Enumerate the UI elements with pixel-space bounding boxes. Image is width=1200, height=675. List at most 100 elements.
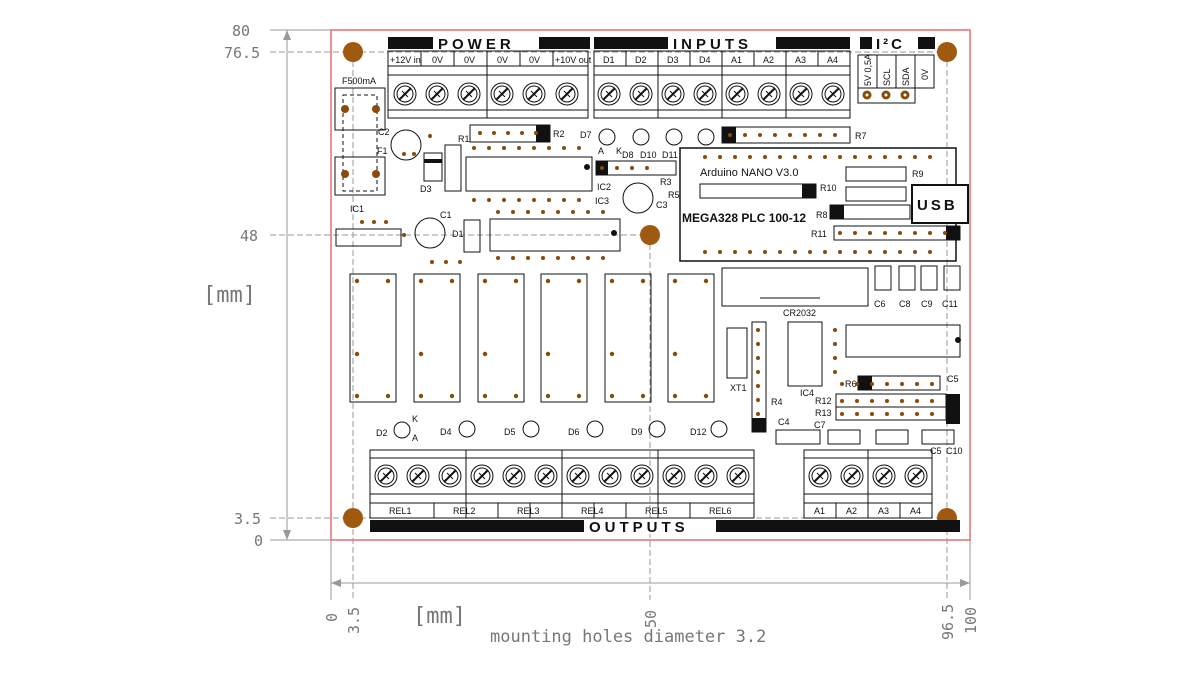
relay-3 [477,273,525,403]
usb-label: USB [917,197,958,214]
relay-screw-9 [662,464,686,488]
input-label-0: D1 [603,55,615,65]
label-fuse: F500mA [342,76,376,86]
power-screw-0 [393,82,417,106]
relay-screw-10 [694,464,718,488]
i2c-label-1: SCL [882,68,892,86]
relay-label-1: REL2 [453,506,476,516]
relay-output-terminal-block [369,449,755,519]
label-c11: C11 [942,299,958,309]
input-screw-6 [789,82,813,106]
label-d3: D3 [420,184,432,194]
i2c-header: I²C [876,36,905,53]
relay-label-2: REL3 [517,506,540,516]
label-d2: D2 [376,428,388,438]
y-tick-3-5: 3.5 [234,510,261,528]
x-tick-0: 0 [323,613,341,622]
relay-screw-0 [374,464,398,488]
label-r6: R6 [845,379,857,389]
label-d1: D1 [452,229,464,239]
dimension-lines [270,29,971,600]
input-screw-1 [629,82,653,106]
label-d11: D11 [662,150,678,160]
label-r13: R13 [815,408,832,418]
capacitor-c2 [390,129,422,161]
power-label-0: +12V in [390,55,421,65]
label-r7: R7 [855,131,867,141]
input-screw-5 [757,82,781,106]
label-r10: R10 [820,183,837,193]
ic2 [465,156,593,192]
screw-terminals [374,82,928,488]
label-r5: R5 [668,190,680,200]
power-label-2: 0V [464,55,475,65]
input-label-2: D3 [667,55,679,65]
label-d12: D12 [690,427,707,437]
input-screw-7 [821,82,845,106]
solder-pads [360,131,961,416]
input-screw-0 [597,82,621,106]
label-r8: R8 [816,210,828,220]
power-label-5: +10V out [555,55,592,65]
label-d6: D6 [568,427,580,437]
resistor-r10 [699,183,817,199]
analog-out-screw-1 [840,464,864,488]
input-label-1: D2 [635,55,647,65]
diode-d3 [423,152,443,182]
outputs-header: OUTPUTS [589,519,689,536]
resistor-r7 [721,126,851,144]
relay-screw-4 [502,464,526,488]
power-label-1: 0V [432,55,443,65]
relay-label-0: REL1 [389,506,412,516]
mounting-note: mounting holes diameter 3.2 [490,627,766,647]
x-tick-50: 50 [642,610,660,628]
resistor-r1 [444,144,462,192]
label-c10: C10 [946,446,963,456]
relay-screw-2 [438,464,462,488]
relay-screw-6 [566,464,590,488]
label-c5-bottom: C5 [930,446,942,456]
unit-label-bottom: [mm] [413,604,466,629]
mounting-hole-bl [343,508,363,528]
label-d4: D4 [440,427,452,437]
relay-label-5: REL6 [709,506,732,516]
label-ic1: IC1 [350,204,364,214]
ic3 [489,218,621,252]
label-d2-a: A [412,433,418,443]
y-tick-0: 0 [254,532,263,550]
analog-out-screw-2 [872,464,896,488]
power-terminal-block [387,50,589,119]
label-k: K [616,146,622,156]
label-c8: C8 [899,299,911,309]
label-mega: MEGA328 PLC 100-12 [682,211,806,225]
power-header: POWER [438,36,515,53]
label-c5-top: C5 [947,374,959,384]
label-r11: R11 [811,229,827,239]
i2c-label-3: 0V [920,69,930,80]
label-d8: D8 [622,150,634,160]
x-tick-3-5: 3.5 [345,607,363,634]
status-leds-top [598,128,715,146]
label-a: A [598,146,604,156]
i2c-label-2: SDA [901,67,911,86]
relay-label-3: REL4 [581,506,604,516]
capacitor-c4 [775,429,821,445]
diode-d1 [463,219,481,253]
mounting-hole-center [640,225,660,245]
label-d9: D9 [631,427,643,437]
label-ic4: IC4 [800,388,814,398]
relay-2 [413,273,461,403]
ic4 [787,321,823,387]
input-label-5: A2 [763,55,774,65]
power-screw-1 [425,82,449,106]
y-tick-76-5: 76.5 [224,44,260,62]
relay-6 [667,273,715,403]
x-tick-96-5: 96.5 [939,604,957,640]
input-terminal-block [593,50,851,119]
analog-out-screw-3 [904,464,928,488]
label-c9: C9 [921,299,933,309]
caps-row-right [874,265,961,291]
relay-screw-5 [534,464,558,488]
label-d7: D7 [580,130,592,140]
